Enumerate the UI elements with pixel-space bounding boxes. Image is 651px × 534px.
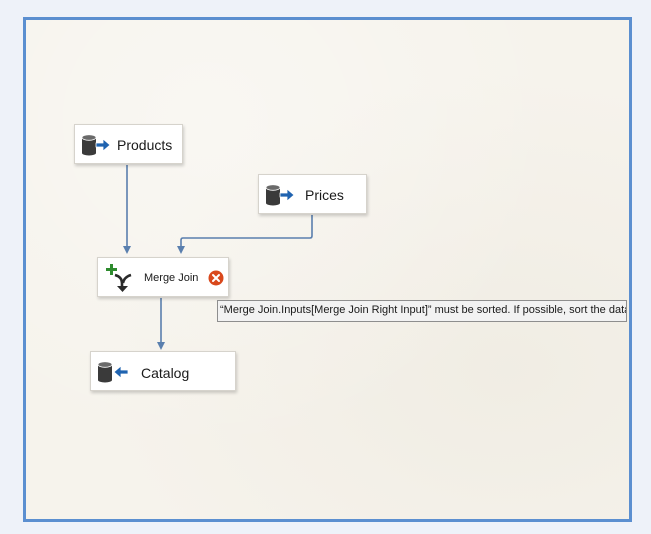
catalog-label: Catalog bbox=[141, 365, 190, 381]
database-destination-icon bbox=[97, 361, 129, 388]
products-source-node[interactable]: Products bbox=[74, 124, 183, 164]
database-source-icon bbox=[81, 134, 111, 161]
connector-prices-to-merge[interactable] bbox=[177, 215, 313, 254]
products-label: Products bbox=[117, 137, 173, 153]
prices-label: Prices bbox=[305, 187, 344, 203]
prices-source-node[interactable]: Prices bbox=[258, 174, 367, 214]
database-source-icon bbox=[265, 184, 295, 211]
merge-join-node[interactable]: Merge Join bbox=[97, 257, 229, 297]
validation-error-tooltip: “Merge Join.Inputs[Merge Join Right Inpu… bbox=[217, 300, 627, 322]
design-canvas[interactable]: Products Prices Merge Join bbox=[23, 17, 632, 522]
error-icon[interactable] bbox=[208, 270, 224, 291]
connectors-layer bbox=[123, 165, 313, 350]
catalog-destination-node[interactable]: Catalog bbox=[90, 351, 236, 391]
merge-join-icon bbox=[103, 263, 137, 298]
merge-join-label: Merge Join bbox=[144, 272, 199, 284]
